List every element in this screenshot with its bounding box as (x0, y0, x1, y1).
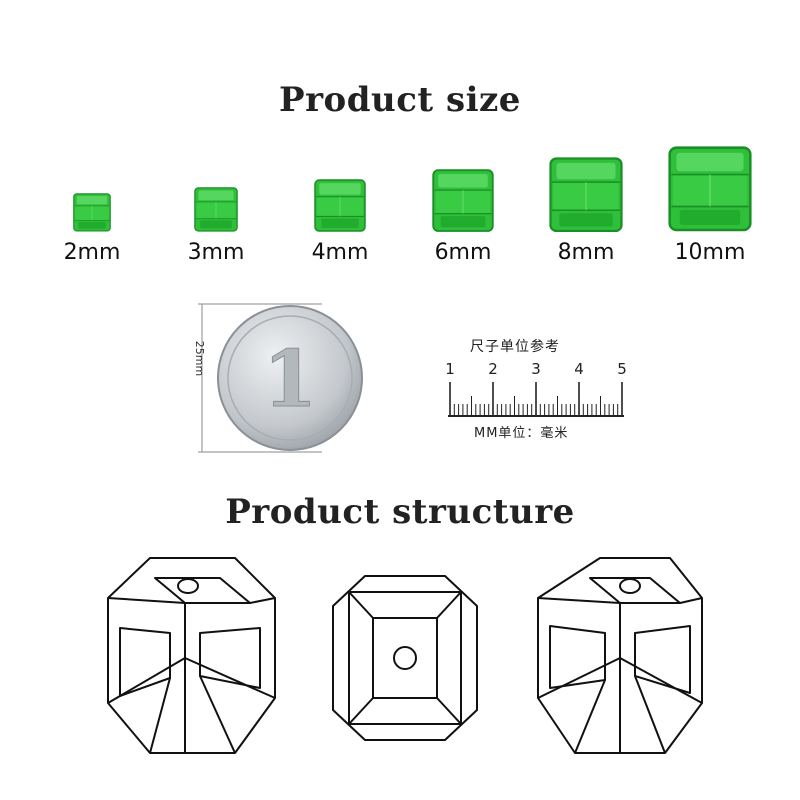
coin-reference: 1 25mm (190, 298, 370, 458)
size-label-10mm: 10mm (674, 240, 746, 265)
svg-text:1: 1 (263, 334, 317, 425)
size-label-4mm: 4mm (311, 240, 369, 265)
product-structure-heading: Product structure (225, 492, 575, 532)
green-cube-bead-icon (668, 146, 752, 232)
cube-diagram-icon (107, 557, 276, 754)
size-label-8mm: 8mm (557, 240, 615, 265)
green-cube-bead-icon (194, 187, 238, 232)
ruler-number-5: 5 (617, 360, 627, 378)
ruler-icon (448, 382, 624, 417)
cube-front-diagram-icon (332, 575, 478, 741)
ruler-reference: 尺子单位参考 1 2 3 4 5 MM单位：毫米 (440, 330, 635, 441)
ruler-number-4: 4 (574, 360, 584, 378)
coin-dimension-label: 25mm (193, 340, 207, 377)
cube-alt-diagram-icon (537, 557, 703, 754)
green-cube-bead-icon (314, 179, 366, 232)
size-label-3mm: 3mm (187, 240, 245, 265)
green-cube-bead-icon (549, 156, 623, 232)
ruler-number-1: 1 (445, 360, 455, 378)
green-cube-bead-icon (432, 169, 494, 232)
product-size-heading: Product size (279, 80, 521, 120)
ruler-number-3: 3 (531, 360, 541, 378)
size-label-2mm: 2mm (63, 240, 121, 265)
coin-icon: 1 (198, 303, 363, 453)
ruler-title: 尺子单位参考 (470, 339, 560, 355)
ruler-unit-label: MM单位：毫米 (474, 426, 569, 441)
ruler-number-2: 2 (488, 360, 498, 378)
green-cube-bead-icon (73, 193, 111, 232)
size-label-6mm: 6mm (434, 240, 492, 265)
